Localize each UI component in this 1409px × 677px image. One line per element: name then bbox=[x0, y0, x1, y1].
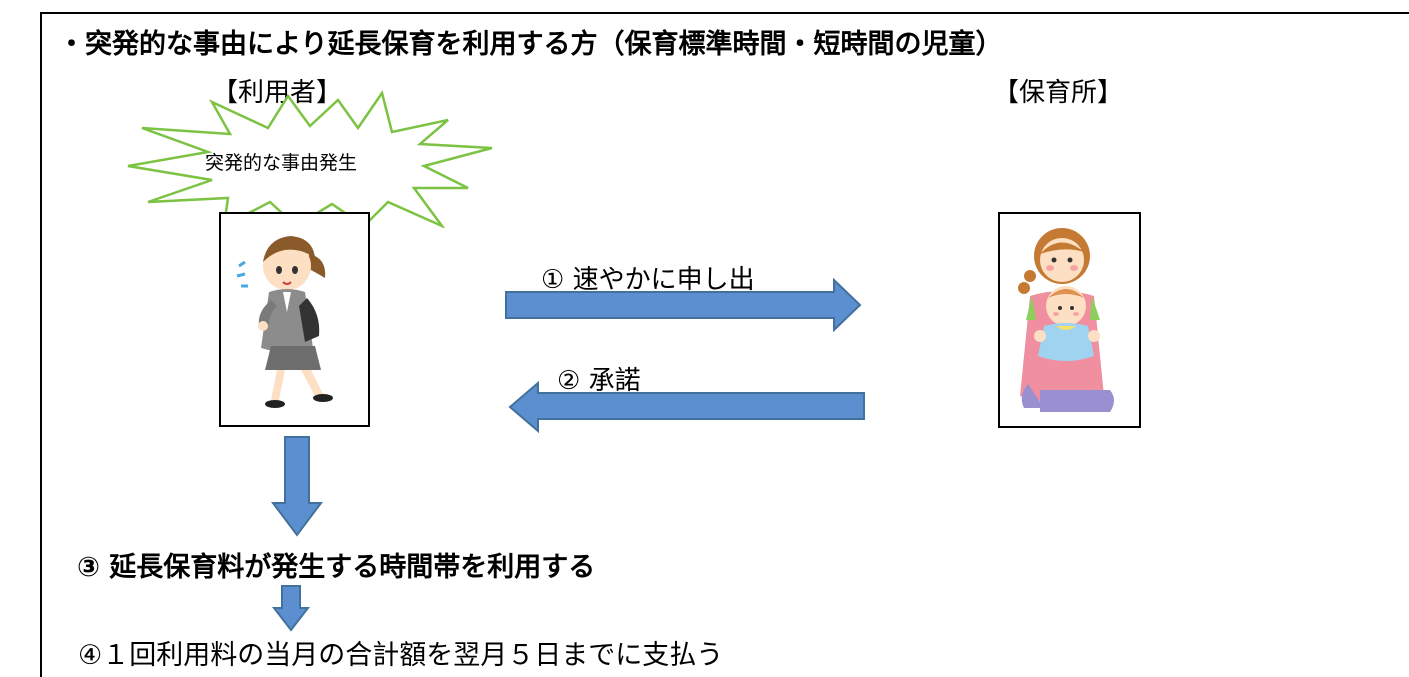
arrow-down-icon bbox=[271, 436, 323, 537]
diagram-title: ・突発的な事由により延長保育を利用する方（保育標準時間・短時間の児童） bbox=[58, 29, 1003, 60]
businesswoman-icon bbox=[236, 236, 333, 408]
burst-icon bbox=[127, 90, 493, 228]
step4-label: ④１回利用料の当月の合計額を翌月５日までに支払う bbox=[78, 640, 724, 671]
arrow-left-icon bbox=[508, 381, 865, 433]
step3-label: ③ 延長保育料が発生する時間帯を利用する bbox=[77, 552, 596, 583]
burst-label: 突発的な事由発生 bbox=[205, 152, 358, 174]
user-label: 【利用者】 bbox=[212, 78, 343, 108]
caregiver-icon bbox=[1018, 228, 1114, 412]
arrow-down-small-icon bbox=[272, 585, 310, 632]
nursery-label: 【保育所】 bbox=[993, 78, 1124, 108]
user-box bbox=[219, 212, 370, 427]
nursery-box bbox=[998, 212, 1141, 428]
step1-label: ① 速やかに申し出 bbox=[541, 265, 755, 295]
step2-label: ② 承諾 bbox=[557, 366, 641, 396]
diagram-frame bbox=[40, 12, 1409, 677]
arrow-right-icon bbox=[505, 278, 862, 332]
